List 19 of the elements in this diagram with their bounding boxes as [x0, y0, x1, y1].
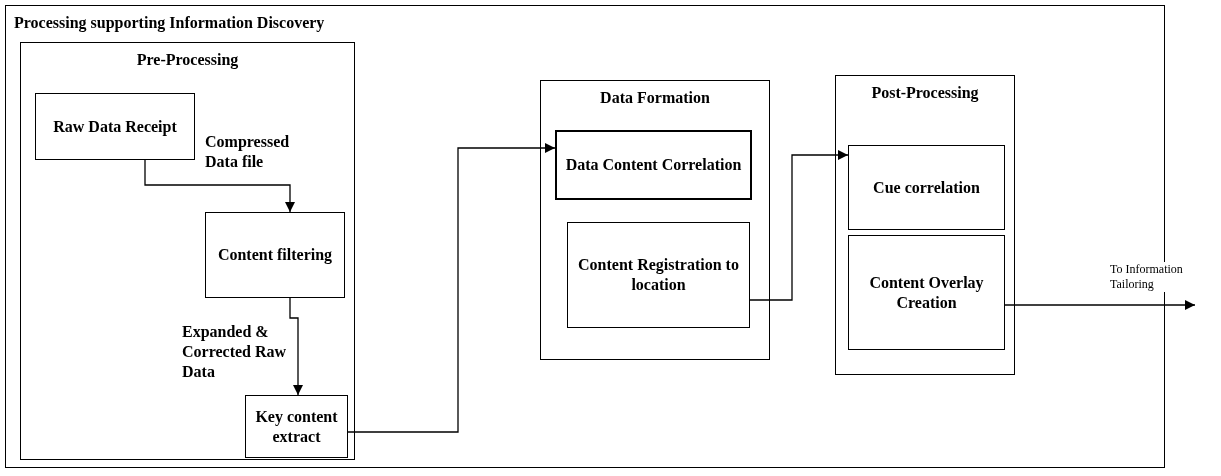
arrow [749, 149, 849, 301]
group-box [540, 80, 770, 360]
process-box: Key content extract [245, 395, 348, 458]
group-title: Data Formation [600, 89, 710, 107]
process-box: Data Content Correlation [555, 130, 752, 200]
group-title: Processing supporting Information Discovery [14, 14, 325, 32]
arrow [144, 159, 296, 213]
group-box [20, 42, 355, 460]
process-box: Raw Data Receipt [35, 93, 195, 160]
arrow [1004, 299, 1196, 311]
process-box: Content Registration to location [567, 222, 750, 328]
process-box: Content Overlay Creation [848, 235, 1005, 350]
process-box: Content filtering [205, 212, 345, 298]
group-title: Pre-Processing [136, 51, 239, 69]
process-box: Cue correlation [848, 145, 1005, 230]
group-box [835, 75, 1015, 375]
arrow [347, 142, 556, 433]
group-title: Post-Processing [871, 84, 979, 102]
arrow [289, 297, 304, 396]
